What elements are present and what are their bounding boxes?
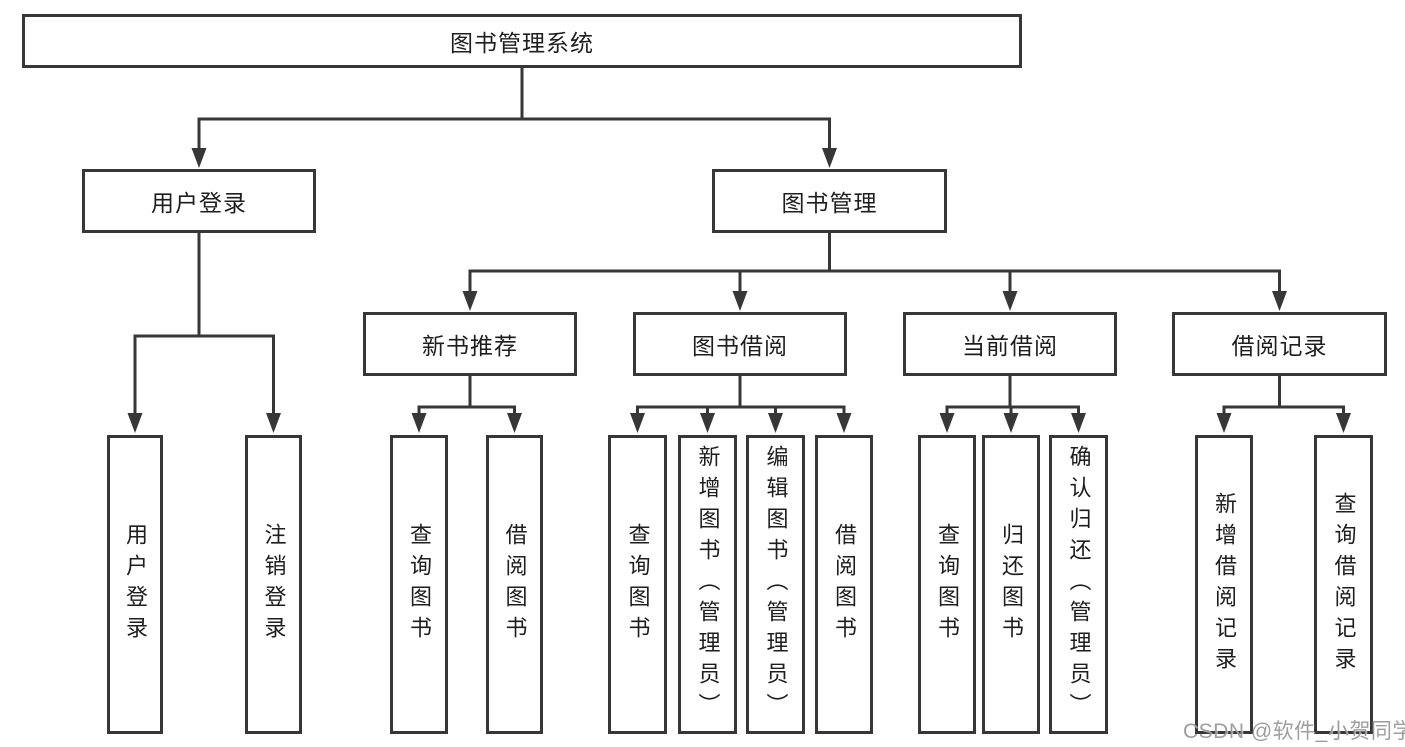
- node-leaf-add-book-admin-label: 新增图书（管理员）: [695, 445, 721, 724]
- node-leaf-query-book-2-label: 查询图书: [625, 522, 651, 647]
- connector-bookmgmt-to-level3: [468, 233, 1281, 293]
- node-book-borrow-label: 图书借阅: [692, 333, 788, 359]
- node-leaf-return-book-label: 归还图书: [999, 522, 1024, 647]
- node-leaf-query-borrow-record-label: 查询借阅记录: [1331, 491, 1357, 678]
- node-leaf-add-book-admin: 新增图书（管理员）: [678, 435, 737, 734]
- node-leaf-add-borrow-record: 新增借阅记录: [1195, 435, 1253, 734]
- node-leaf-edit-book-admin: 编辑图书（管理员）: [746, 435, 805, 734]
- node-leaf-user-login-label: 用户登录: [123, 522, 148, 647]
- node-leaf-query-book-3-label: 查询图书: [935, 522, 960, 647]
- node-leaf-logout: 注销登录: [245, 435, 302, 734]
- arrowheads: [127, 148, 1351, 433]
- node-user-login-module: 用户登录: [82, 169, 316, 233]
- node-book-borrow: 图书借阅: [633, 312, 847, 376]
- connector-record-to-leaves: [1222, 376, 1345, 416]
- connector-current-to-leaves: [945, 376, 1080, 416]
- watermark: CSDN @软件_小贺同学: [1183, 720, 1405, 743]
- node-borrow-record-label: 借阅记录: [1231, 333, 1328, 359]
- connector-root-to-level2: [197, 68, 831, 150]
- node-new-book-recommend-label: 新书推荐: [422, 333, 518, 359]
- node-leaf-borrow-book-1: 借阅图书: [486, 435, 543, 734]
- node-book-management-label: 图书管理: [781, 190, 878, 216]
- node-leaf-borrow-book-2-label: 借阅图书: [832, 522, 857, 647]
- node-leaf-confirm-return-admin-label: 确认归还（管理员）: [1066, 445, 1092, 724]
- node-leaf-edit-book-admin-label: 编辑图书（管理员）: [763, 445, 789, 724]
- node-library-system: 图书管理系统: [22, 14, 1022, 68]
- connector-newbook-to-leaves: [417, 376, 516, 416]
- node-library-system-label: 图书管理系统: [450, 30, 594, 56]
- node-borrow-record: 借阅记录: [1172, 312, 1387, 376]
- node-leaf-return-book: 归还图书: [982, 435, 1040, 734]
- node-current-borrow: 当前借阅: [903, 312, 1117, 376]
- node-leaf-query-book-1-label: 查询图书: [407, 522, 432, 647]
- node-leaf-query-borrow-record: 查询借阅记录: [1314, 435, 1373, 734]
- node-user-login-module-label: 用户登录: [151, 190, 247, 216]
- node-leaf-query-book-3: 查询图书: [918, 435, 976, 734]
- node-leaf-user-login: 用户登录: [107, 435, 163, 734]
- node-leaf-query-book-2: 查询图书: [608, 435, 667, 734]
- node-leaf-borrow-book-1-label: 借阅图书: [502, 522, 528, 647]
- node-new-book-recommend: 新书推荐: [363, 312, 577, 376]
- node-leaf-confirm-return-admin: 确认归还（管理员）: [1049, 435, 1108, 734]
- node-leaf-add-borrow-record-label: 新增借阅记录: [1212, 491, 1237, 678]
- node-current-borrow-label: 当前借阅: [962, 333, 1058, 359]
- connector-userlogin-to-leaves: [133, 233, 275, 415]
- node-leaf-query-book-1: 查询图书: [390, 435, 448, 734]
- connector-borrowmod-to-leaves: [636, 376, 846, 416]
- node-leaf-logout-label: 注销登录: [261, 522, 287, 647]
- node-book-management: 图书管理: [712, 169, 947, 233]
- node-leaf-borrow-book-2: 借阅图书: [815, 435, 873, 734]
